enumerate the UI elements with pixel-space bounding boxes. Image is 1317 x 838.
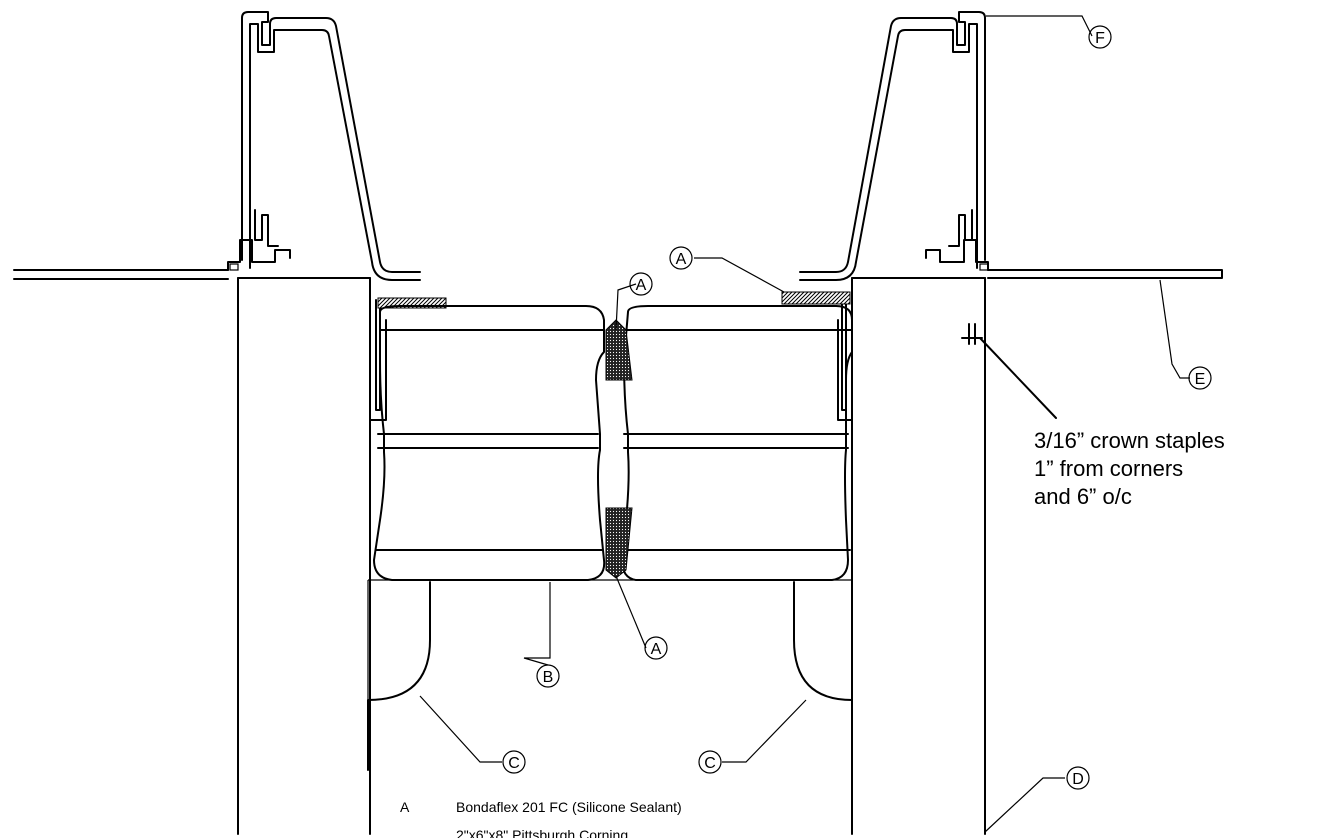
staple-note-line-3: and 6” o/c — [1034, 484, 1132, 509]
legend-key-a: A — [400, 799, 410, 815]
svg-text:E: E — [1195, 371, 1206, 388]
left-frame-member — [237, 277, 371, 835]
svg-text:B: B — [543, 669, 554, 686]
callout-e: E — [1188, 366, 1212, 390]
svg-text:D: D — [1072, 771, 1084, 788]
legend-desc-a: Bondaflex 201 FC (Silicone Sealant) — [456, 799, 682, 815]
callout-a-top-right: A — [669, 246, 693, 270]
right-aluminum-extrusion — [799, 11, 989, 421]
svg-text:C: C — [508, 755, 520, 772]
left-aluminum-extrusion — [227, 11, 421, 421]
callout-b: B — [536, 664, 560, 688]
svg-text:F: F — [1095, 30, 1105, 47]
left-blocking-curve — [367, 581, 431, 771]
right-frame-member — [851, 277, 986, 835]
callout-d: D — [1066, 766, 1090, 790]
svg-text:A: A — [636, 277, 647, 294]
staple-note: 3/16” crown staples 1” from corners and … — [1034, 428, 1225, 509]
callout-f: F — [1088, 25, 1112, 49]
callout-a-middle-bottom: A — [644, 636, 668, 660]
right-glass-block — [600, 305, 853, 581]
left-glass-block — [367, 305, 606, 770]
svg-text:A: A — [651, 641, 662, 658]
staple-note-line-2: 1” from corners — [1034, 456, 1183, 481]
svg-text:A: A — [676, 251, 687, 268]
legend-cut-off-line: 2"x6"x8" Pittsburgh Corning — [456, 827, 628, 838]
staple-note-line-1: 3/16” crown staples — [1034, 428, 1225, 453]
svg-text:C: C — [704, 755, 716, 772]
legend: A Bondaflex 201 FC (Silicone Sealant) 2"… — [400, 799, 682, 838]
flashing-sheet — [13, 269, 1223, 280]
right-blocking-curve — [793, 581, 853, 771]
crown-staples — [961, 323, 983, 345]
callout-c-left: C — [502, 750, 526, 774]
leader-lines — [419, 15, 1190, 833]
center-sealant — [605, 319, 633, 579]
callout-c-right: C — [698, 750, 722, 774]
callout-a-middle-top: A — [629, 272, 653, 296]
